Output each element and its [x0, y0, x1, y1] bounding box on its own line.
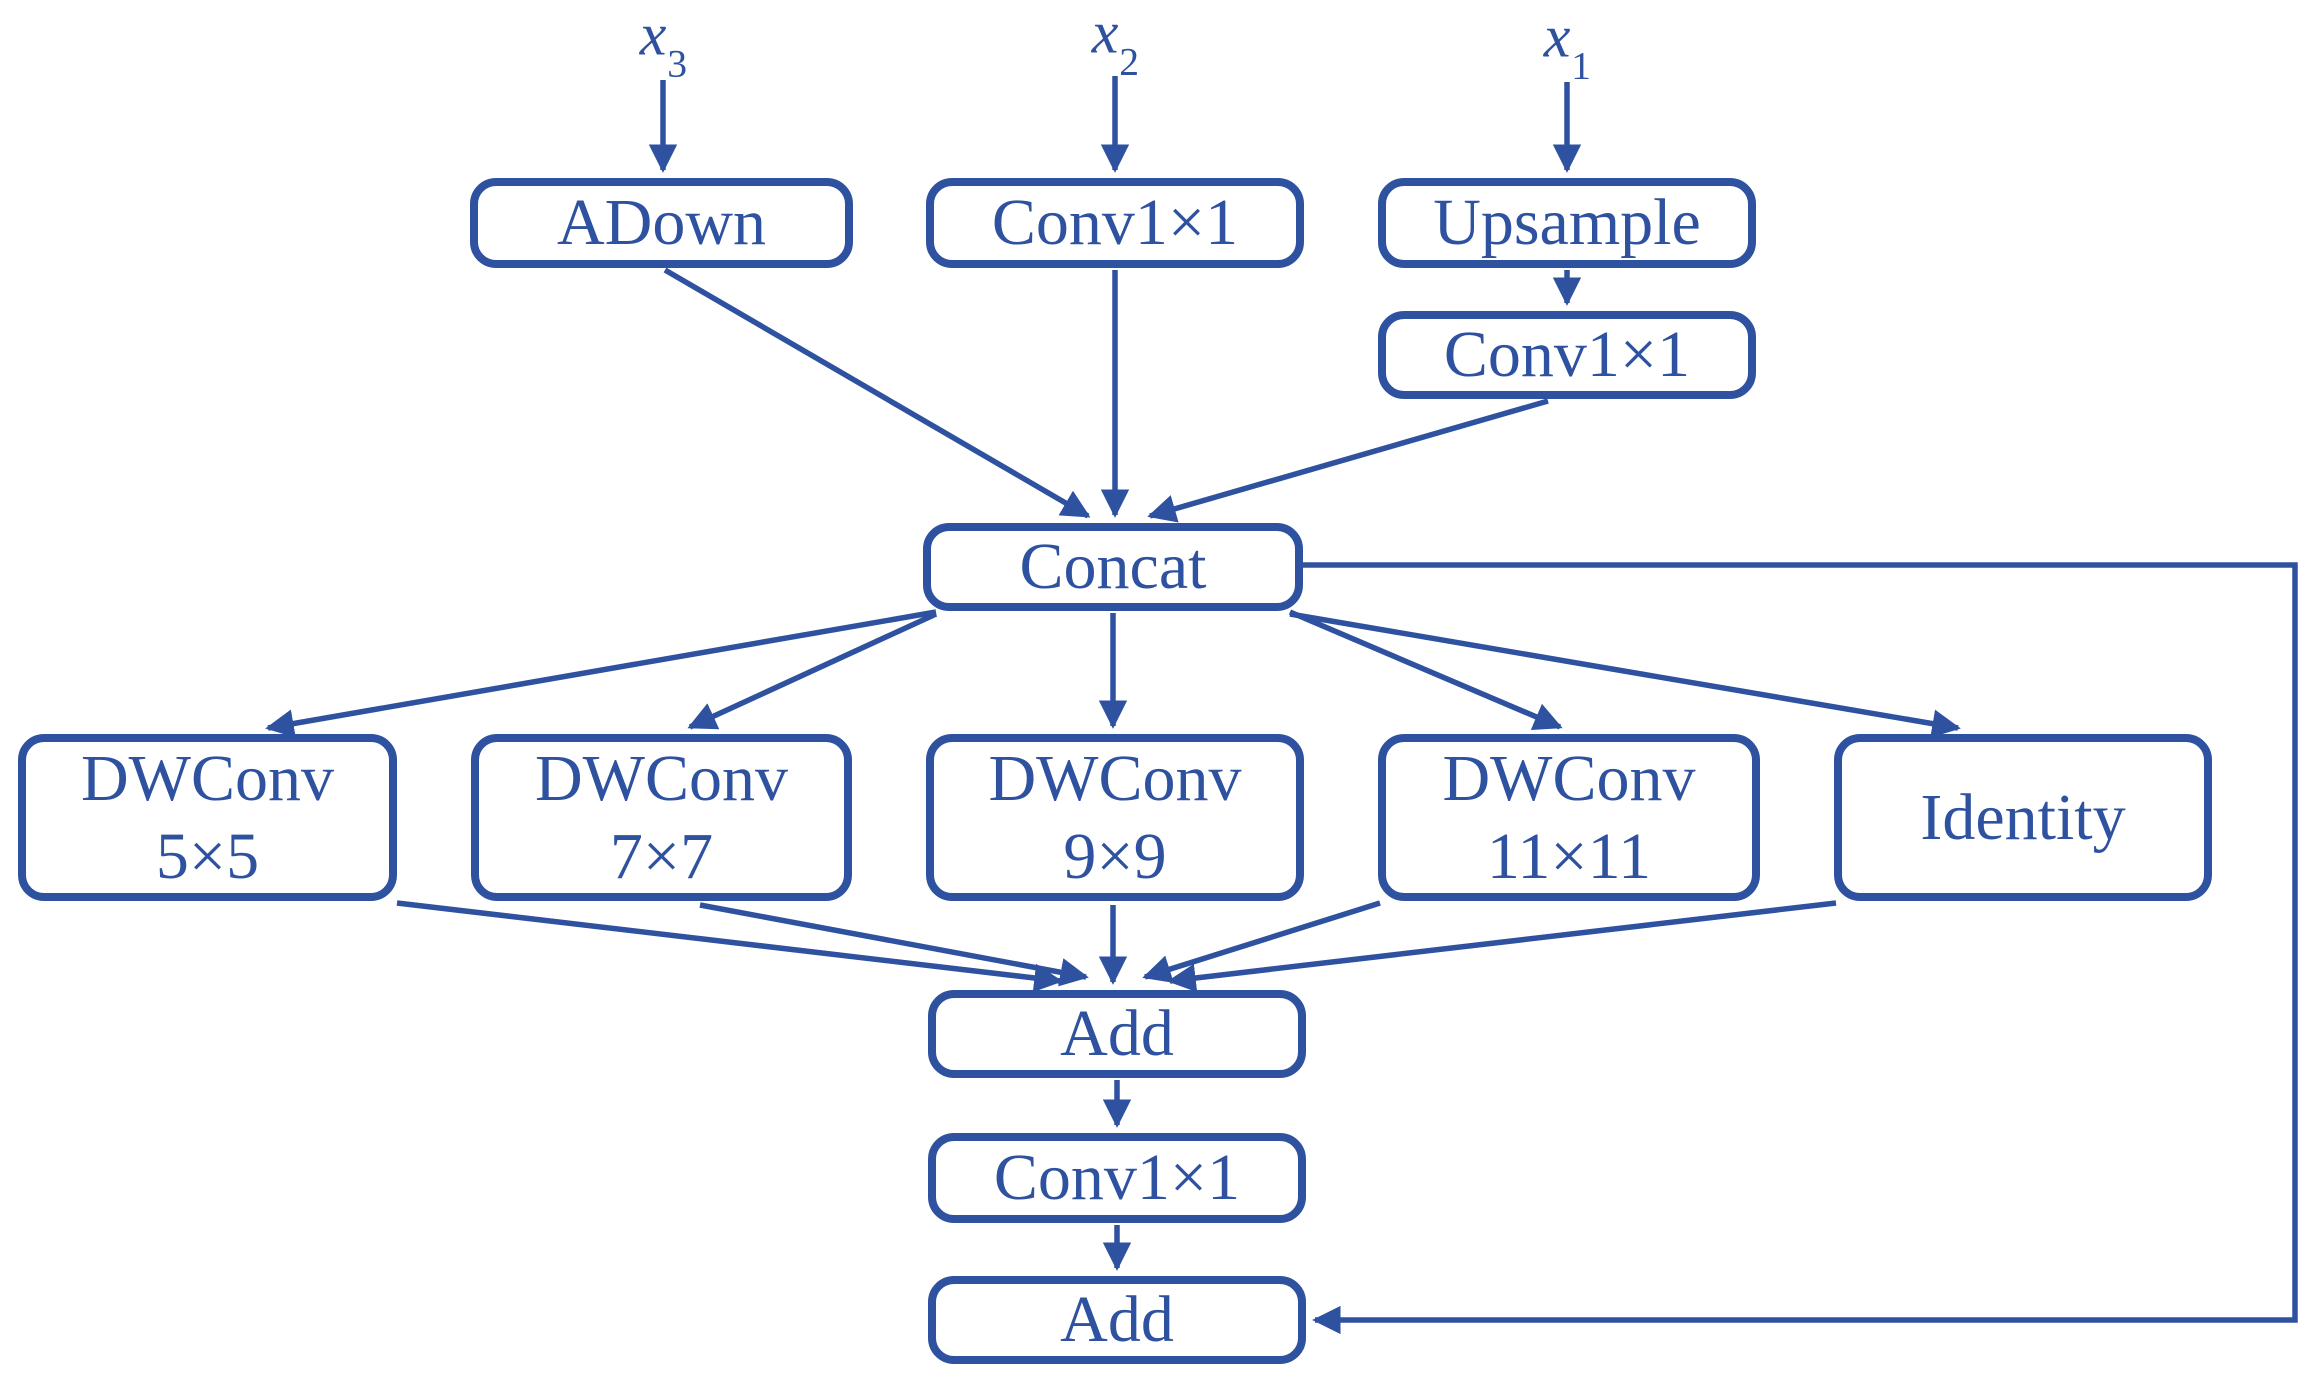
edge-identity-add1-arrow — [1167, 900, 1837, 993]
edge-concat-add2-arrow — [1303, 562, 2298, 1335]
node-conv-x1: Conv1×1 — [1378, 311, 1756, 399]
node-label: Add — [1060, 997, 1174, 1071]
node-label: 11×11 — [1486, 819, 1652, 893]
edge-concat-dwconv5-arrow — [265, 609, 937, 738]
node-add1: Add — [928, 990, 1306, 1078]
input-label-base: x — [1091, 0, 1119, 66]
node-adown: ADown — [470, 178, 853, 268]
input-label-base: x — [1543, 3, 1571, 70]
input-label-x3: x3 — [639, 1, 687, 84]
input-label-x1: x1 — [1543, 3, 1591, 86]
node-label: Conv1×1 — [993, 1141, 1241, 1215]
node-label: DWConv — [81, 741, 334, 815]
node-label: Conv1×1 — [991, 186, 1239, 260]
edge-concat-identity-arrow — [1289, 611, 1961, 738]
node-identity: Identity — [1834, 734, 2212, 901]
input-label-subscript: 1 — [1571, 43, 1591, 88]
node-label: DWConv — [1442, 741, 1696, 815]
edge-adown-concat-arrow — [663, 267, 1091, 519]
edge-concat-dwconv7-arrow — [687, 611, 938, 730]
node-label: Conv1×1 — [1443, 318, 1691, 392]
node-upsample: Upsample — [1378, 178, 1756, 268]
node-label: 7×7 — [609, 819, 714, 893]
edge-dwconv7-add1-arrow — [699, 902, 1089, 987]
node-label: Upsample — [1433, 186, 1701, 260]
input-label-subscript: 2 — [1119, 39, 1139, 84]
node-label: Concat — [1019, 530, 1207, 604]
input-label-x2: x2 — [1091, 0, 1139, 82]
edge-dwconv5-add1-arrow — [396, 900, 1063, 993]
node-concat: Concat — [923, 523, 1303, 611]
node-conv-x2: Conv1×1 — [926, 178, 1304, 268]
node-label: 9×9 — [1063, 819, 1167, 893]
edge-conv-x1-concat-arrow — [1147, 398, 1549, 523]
input-label-subscript: 3 — [667, 41, 687, 86]
edge-concat-dwconv11-arrow — [1288, 609, 1563, 731]
node-label: DWConv — [535, 741, 788, 815]
edge-dwconv11-add1-arrow — [1142, 900, 1381, 983]
node-label: Identity — [1920, 780, 2126, 854]
node-label: DWConv — [988, 741, 1242, 815]
node-label: Add — [1060, 1283, 1174, 1357]
node-conv-out: Conv1×1 — [928, 1133, 1306, 1223]
node-label: 5×5 — [155, 819, 260, 893]
node-add2: Add — [928, 1276, 1306, 1364]
node-label: ADown — [557, 186, 766, 260]
input-label-base: x — [639, 1, 667, 68]
